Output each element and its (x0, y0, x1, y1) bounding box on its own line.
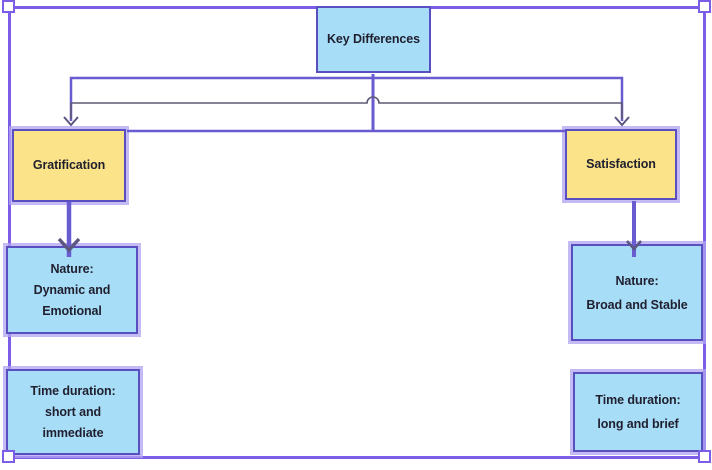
node-time-short-immediate[interactable]: Time duration: short and immediate (6, 369, 140, 455)
node-label-line: Broad and Stable (586, 297, 688, 312)
node-nature-broad-stable[interactable]: Nature: Broad and Stable (571, 244, 703, 341)
node-satisfaction[interactable]: Satisfaction (565, 129, 677, 200)
node-label-line: Nature: (615, 273, 659, 288)
node-nature-dynamic-emotional[interactable]: Nature: Dynamic and Emotional (6, 246, 138, 334)
frame-resize-handle-top-right[interactable] (698, 0, 711, 13)
node-label: Satisfaction (586, 157, 656, 171)
node-time-long-brief[interactable]: Time duration: long and brief (573, 372, 703, 452)
node-key-differences[interactable]: Key Differences (316, 6, 431, 73)
node-label-line: Emotional (42, 303, 102, 318)
node-label-line: Time duration: (30, 383, 116, 398)
node-label: Key Differences (327, 32, 420, 46)
node-label-line: immediate (42, 425, 104, 440)
node-label-line: Time duration: (595, 393, 681, 407)
node-label: Gratification (32, 158, 106, 172)
node-label-line: long and brief (597, 417, 679, 431)
node-label-line: short and (44, 404, 102, 419)
node-gratification[interactable]: Gratification (12, 129, 126, 202)
frame-resize-handle-top-left[interactable] (2, 0, 15, 13)
frame-resize-handle-bottom-left[interactable] (2, 450, 15, 463)
frame-resize-handle-bottom-right[interactable] (698, 450, 711, 463)
node-label-line: Dynamic and (33, 282, 111, 297)
node-label-line: Nature: (50, 261, 94, 276)
